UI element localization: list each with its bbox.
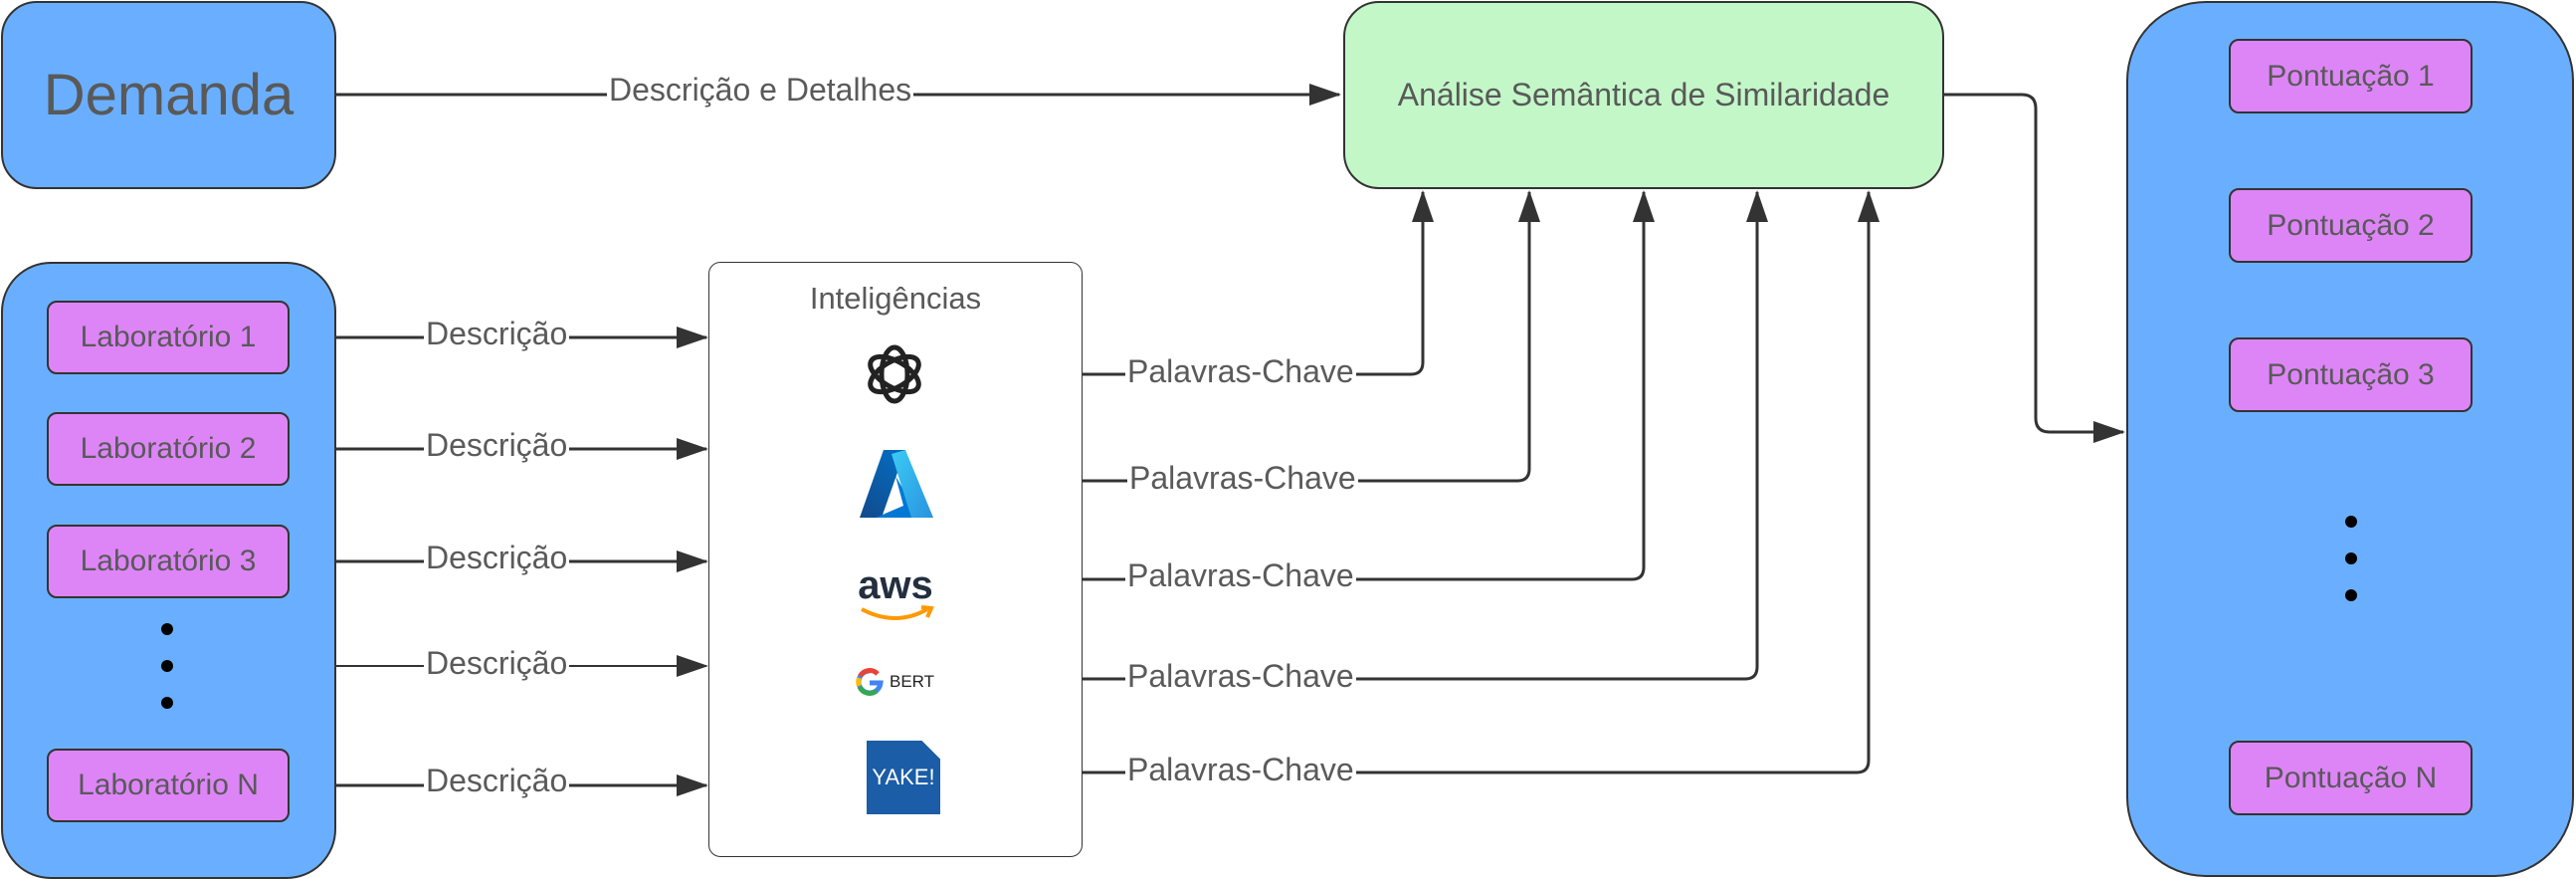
kw-edge-label-3: Palavras-Chave bbox=[1125, 557, 1356, 593]
lab-1-edge-label: Descrição bbox=[424, 316, 570, 351]
yake-text: YAKE! bbox=[872, 765, 935, 789]
lab-3-edge-label: Descrição bbox=[424, 540, 570, 575]
aws-text: aws bbox=[858, 563, 933, 607]
analysis-box: Análise Semântica de Similaridade bbox=[1343, 1, 1944, 189]
lab-ellipsis-dot bbox=[161, 623, 173, 635]
lab-ellipsis-dot bbox=[161, 697, 173, 709]
kw-edge-label-1: Palavras-Chave bbox=[1125, 353, 1356, 389]
score-ellipsis-dot bbox=[2345, 589, 2357, 601]
bert-text: BERT bbox=[890, 672, 935, 691]
lab-2: Laboratório 2 bbox=[47, 412, 290, 486]
lab-1-label: Laboratório 1 bbox=[80, 321, 257, 353]
yake-icon: YAKE! bbox=[867, 741, 940, 814]
kw-edge-label-4: Palavras-Chave bbox=[1125, 658, 1356, 694]
lab-dots-edge-label: Descrição bbox=[424, 645, 570, 681]
azure-icon bbox=[860, 450, 933, 518]
lab-3-label: Laboratório 3 bbox=[80, 545, 257, 577]
lab-2-label: Laboratório 2 bbox=[80, 432, 257, 465]
lab-n-edge-label: Descrição bbox=[424, 763, 570, 798]
openai-icon bbox=[868, 344, 921, 404]
score-ellipsis-dot bbox=[2345, 516, 2357, 528]
score-1: Pontuação 1 bbox=[2229, 39, 2473, 113]
lab-n: Laboratório N bbox=[47, 749, 290, 822]
lab-2-edge-label: Descrição bbox=[424, 427, 570, 463]
score-1-label: Pontuação 1 bbox=[2267, 59, 2435, 93]
intelligences-title: Inteligências bbox=[809, 281, 982, 316]
kw-edge-label-2: Palavras-Chave bbox=[1127, 460, 1358, 496]
score-3: Pontuação 3 bbox=[2229, 337, 2473, 412]
edge-kw-4 bbox=[1083, 190, 1768, 681]
analysis-label: Análise Semântica de Similaridade bbox=[1397, 77, 1890, 112]
demand-label: Demanda bbox=[43, 63, 295, 127]
edge-kw-5 bbox=[1083, 190, 1880, 774]
score-3-label: Pontuação 3 bbox=[2267, 357, 2435, 391]
edge-kw-1 bbox=[1083, 190, 1434, 376]
score-ellipsis-dot bbox=[2345, 552, 2357, 564]
lab-1: Laboratório 1 bbox=[47, 301, 290, 374]
aws-icon: aws bbox=[856, 565, 935, 625]
google-g-icon bbox=[856, 668, 884, 696]
lab-3: Laboratório 3 bbox=[47, 525, 290, 598]
edge-kw-3 bbox=[1083, 190, 1655, 581]
demand-edge-label: Descrição e Detalhes bbox=[607, 72, 914, 108]
score-n-label: Pontuação N bbox=[2264, 761, 2438, 794]
lab-n-label: Laboratório N bbox=[78, 769, 259, 801]
kw-edge-label-5: Palavras-Chave bbox=[1125, 752, 1356, 787]
score-n: Pontuação N bbox=[2229, 741, 2473, 815]
lab-ellipsis-dot bbox=[161, 660, 173, 672]
edge-kw-2 bbox=[1083, 190, 1540, 483]
scores-container bbox=[2126, 1, 2574, 877]
edge-analysis-scores bbox=[1944, 93, 2125, 443]
score-2-label: Pontuação 2 bbox=[2267, 208, 2435, 242]
demand-box: Demanda bbox=[1, 1, 336, 189]
score-2: Pontuação 2 bbox=[2229, 188, 2473, 263]
google-bert-icon: BERT bbox=[854, 665, 943, 699]
